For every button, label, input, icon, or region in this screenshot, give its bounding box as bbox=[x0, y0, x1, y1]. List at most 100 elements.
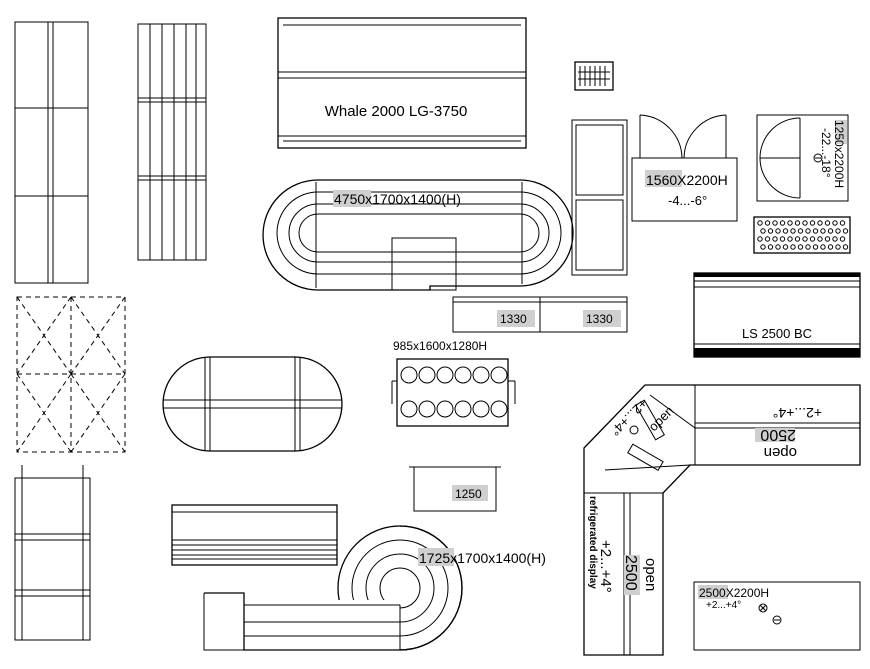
corner-open-top: open bbox=[764, 444, 797, 461]
ls-display-case: LS 2500 BC bbox=[693, 272, 861, 358]
right-door-unit: 1250x2200H -22...-18° bbox=[756, 114, 849, 202]
perforation-hole bbox=[812, 228, 819, 234]
perforation-hole bbox=[790, 228, 796, 234]
perforation-hole bbox=[772, 220, 778, 226]
perforation-hole bbox=[824, 220, 831, 226]
perforation-hole bbox=[767, 228, 774, 234]
perforation-hole bbox=[839, 220, 846, 226]
shelf-a-label: 1330 bbox=[500, 312, 527, 326]
perforation-hole bbox=[832, 220, 838, 226]
whale-display-case: Whale 2000 LG-3750 bbox=[277, 17, 527, 149]
round-island-counter bbox=[162, 356, 343, 452]
perforation-hole bbox=[802, 236, 808, 242]
bottle-slot bbox=[490, 366, 508, 384]
perforation-hole bbox=[835, 228, 841, 234]
perforation-hole bbox=[794, 236, 801, 242]
dashed-ceiling-panel bbox=[16, 296, 126, 453]
shelf-b-label: 1330 bbox=[586, 312, 613, 326]
perforation-hole bbox=[802, 220, 808, 226]
perforation-hole bbox=[790, 244, 796, 250]
cold-room: 2500X2200H +2...+4° bbox=[693, 581, 861, 651]
perforation-hole bbox=[764, 220, 771, 226]
perforation-hole bbox=[842, 244, 849, 250]
bottle-rack: 985x1600x1280H bbox=[391, 339, 516, 427]
perforation-hole bbox=[809, 236, 816, 242]
perforation-hole bbox=[797, 244, 804, 250]
ls-display-label: LS 2500 BC bbox=[742, 326, 812, 341]
two-door-cabinet bbox=[571, 119, 628, 276]
bottle-slot bbox=[400, 400, 418, 418]
perforation-hole bbox=[757, 220, 763, 226]
perforated-panel bbox=[753, 216, 851, 254]
corner-refrigerated-display: +2...+4° 2500 open +2...+4° open refrige… bbox=[583, 384, 861, 656]
bottle-slot bbox=[472, 366, 490, 384]
perforation-hole bbox=[812, 244, 819, 250]
corner-width-top: 2500 bbox=[760, 426, 796, 443]
double-door-dims: 1560X2200H bbox=[646, 172, 728, 188]
perforation-hole bbox=[779, 220, 786, 226]
tall-shelving-unit bbox=[14, 21, 89, 284]
perforation-hole bbox=[820, 244, 826, 250]
bottle-slot bbox=[454, 400, 472, 418]
right-door-dims: 1250x2200H bbox=[832, 120, 846, 188]
bottle-slot bbox=[400, 366, 418, 384]
perforation-hole bbox=[767, 244, 774, 250]
small-cabinet: 1250 bbox=[409, 466, 501, 512]
bottle-slot bbox=[418, 366, 436, 384]
perforation-hole bbox=[794, 220, 801, 226]
corner-width-vert: 2500 bbox=[622, 555, 639, 591]
perforation-hole bbox=[757, 236, 763, 242]
spiral-counter: 1725x1700x1400(H) bbox=[203, 525, 546, 652]
perforation-hole bbox=[787, 236, 793, 242]
bottle-slot bbox=[454, 366, 472, 384]
perforation-hole bbox=[805, 244, 811, 250]
corner-vertical-caption: refrigerated display bbox=[587, 496, 598, 589]
corner-open-vert: open bbox=[642, 558, 659, 591]
perforation-hole bbox=[787, 220, 793, 226]
perforation-hole bbox=[824, 236, 831, 242]
floor-grille bbox=[574, 61, 614, 91]
bottom-display-case bbox=[171, 504, 338, 566]
right-door-temp: -22...-18° bbox=[819, 128, 833, 178]
bottle-slot bbox=[418, 400, 436, 418]
double-door-room: 1560X2200H -4...-6° bbox=[631, 114, 738, 222]
bottle-slot bbox=[436, 400, 454, 418]
perforation-hole bbox=[832, 236, 838, 242]
perforation-hole bbox=[760, 228, 766, 234]
bottle-slot bbox=[436, 366, 454, 384]
oval-counter: 4750x1700x1400(H) bbox=[262, 179, 574, 291]
perforation-hole bbox=[817, 236, 823, 242]
whale-label: Whale 2000 LG-3750 bbox=[325, 103, 468, 120]
bottle-slot bbox=[472, 400, 490, 418]
perforation-hole bbox=[775, 228, 781, 234]
perforation-hole bbox=[842, 228, 849, 234]
bottle-rack-dims: 985x1600x1280H bbox=[393, 339, 487, 353]
perforation-hole bbox=[764, 236, 771, 242]
perforation-hole bbox=[775, 244, 781, 250]
perforation-hole bbox=[820, 228, 826, 234]
perforation-hole bbox=[782, 244, 789, 250]
lower-shelving-unit bbox=[14, 465, 91, 641]
perforation-hole bbox=[779, 236, 786, 242]
perforation-hole bbox=[827, 244, 834, 250]
small-cabinet-label: 1250 bbox=[455, 487, 482, 501]
corner-temp-vert: +2...+4° bbox=[597, 540, 614, 593]
double-door-temp: -4...-6° bbox=[668, 193, 707, 208]
perforation-hole bbox=[772, 236, 778, 242]
perforation-hole bbox=[827, 228, 834, 234]
bottle-slot bbox=[490, 400, 508, 418]
perforation-hole bbox=[797, 228, 804, 234]
perforation-hole bbox=[839, 236, 846, 242]
spiral-counter-dims: 1725x1700x1400(H) bbox=[419, 550, 546, 566]
perforation-hole bbox=[809, 220, 816, 226]
cold-room-temp: +2...+4° bbox=[706, 600, 741, 611]
shelf-pair: 1330 1330 bbox=[452, 296, 628, 333]
perforation-hole bbox=[817, 220, 823, 226]
perforation-hole bbox=[760, 244, 766, 250]
oval-counter-dims: 4750x1700x1400(H) bbox=[334, 191, 461, 207]
perforation-hole bbox=[835, 244, 841, 250]
perforation-hole bbox=[805, 228, 811, 234]
cold-room-dims: 2500X2200H bbox=[699, 586, 769, 600]
corner-temp-top: +2...+4° bbox=[773, 405, 822, 421]
